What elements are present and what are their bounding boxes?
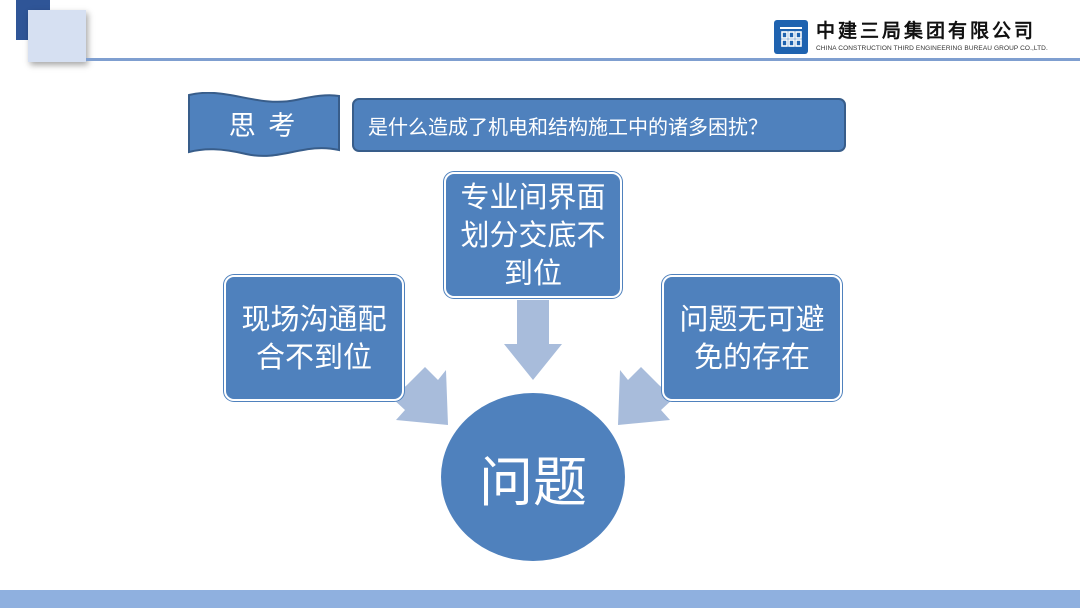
problem-node: 问题 [441,393,625,561]
arrow-top-down-icon [504,300,562,380]
company-name-cn: 中建三局集团有限公司 [816,20,1037,42]
question-box: 是什么造成了机电和结构施工中的诸多困扰？ [352,98,846,152]
cscec-logo-icon [774,20,808,54]
company-name-en: CHINA CONSTRUCTION THIRD ENGINEERING BUR… [816,45,1048,52]
think-banner-flag [188,92,340,157]
cause-site-communication: 现场沟通配合不到位 [224,275,404,401]
cause-left-text: 现场沟通配合不到位 [241,302,387,374]
footer-bar [0,590,1080,608]
arrow-right-diagonal-icon [618,367,674,425]
problem-text: 问题 [479,450,587,514]
company-logo: 中建三局集团有限公司 CHINA CONSTRUCTION THIRD ENGI… [774,20,1048,54]
cause-right-text: 问题无可避免的存在 [679,302,825,374]
cause-interface-division: 专业间界面划分交底不到位 [444,172,622,298]
arrow-left-diagonal-icon [392,367,448,425]
question-text: 是什么造成了机电和结构施工中的诸多困扰？ [368,114,768,139]
cause-unavoidable-issues: 问题无可避免的存在 [662,275,842,401]
corner-decoration-light [28,10,86,62]
cause-top-text: 专业间界面划分交底不到位 [460,180,606,290]
header-divider [86,58,1080,61]
think-label: 思 考 [228,111,298,142]
